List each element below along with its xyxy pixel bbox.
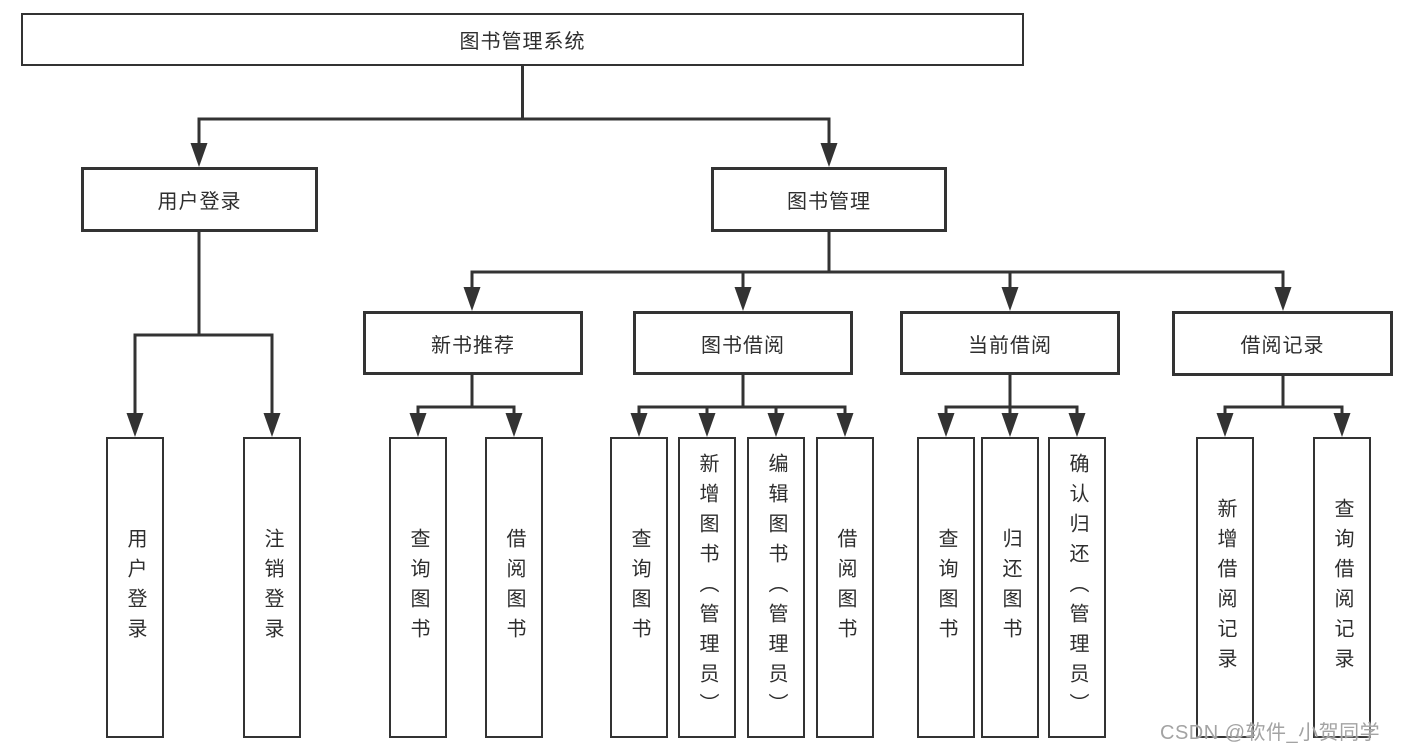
node-book-management: 图书管理 (711, 167, 947, 232)
connector-borrow-records-to-leaves (1216, 373, 1351, 437)
leaf-add-books-admin: 新增图书（管理员） (678, 437, 736, 738)
leaf-search-borrow-record: 查询借阅记录 (1313, 437, 1371, 738)
node-label: 图书借阅 (701, 334, 785, 357)
node-book-borrowing: 图书借阅 (633, 311, 853, 375)
node-library-management-system: 图书管理系统 (21, 13, 1024, 66)
leaf-search-books-current: 查询图书 (917, 437, 975, 738)
leaf-label: 注销登录 (261, 527, 283, 648)
connector-current-borrow-to-leaves (937, 373, 1086, 437)
leaf-label: 借阅图书 (503, 527, 525, 648)
connector-user-login-to-leaves (126, 230, 281, 437)
leaf-label: 借阅图书 (834, 527, 856, 648)
leaf-label: 用户登录 (124, 527, 146, 648)
leaf-edit-books-admin: 编辑图书（管理员） (747, 437, 805, 738)
leaf-label: 确认归还（管理员） (1066, 452, 1088, 723)
leaf-borrow-books-recommend: 借阅图书 (485, 437, 543, 738)
node-label: 当前借阅 (968, 334, 1052, 357)
csdn-watermark: CSDN @软件_小贺同学 (1160, 722, 1381, 744)
node-user-login: 用户登录 (81, 167, 318, 232)
node-current-borrowing: 当前借阅 (900, 311, 1120, 375)
node-label: 用户登录 (157, 191, 242, 213)
leaf-label: 归还图书 (999, 527, 1021, 648)
connector-book-management-to-level3 (463, 230, 1292, 311)
leaf-add-borrow-record: 新增借阅记录 (1196, 437, 1254, 738)
leaf-label: 新增图书（管理员） (696, 452, 718, 723)
leaf-label: 查询图书 (935, 527, 957, 648)
node-label: 图书管理 (787, 191, 871, 213)
leaf-search-books-recommend: 查询图书 (389, 437, 447, 738)
node-label: 借阅记录 (1240, 335, 1325, 357)
leaf-logout: 注销登录 (243, 437, 301, 738)
connector-book-borrow-to-leaves (630, 373, 854, 437)
leaf-label: 编辑图书（管理员） (765, 452, 787, 723)
node-label: 新书推荐 (431, 334, 515, 357)
leaf-borrow-books-borrowing: 借阅图书 (816, 437, 874, 738)
connector-new-book-to-leaves (409, 373, 523, 437)
node-label: 图书管理系统 (459, 31, 586, 53)
leaf-label: 查询图书 (628, 527, 650, 648)
leaf-label: 查询借阅记录 (1331, 497, 1353, 678)
node-borrowing-records: 借阅记录 (1172, 311, 1393, 376)
leaf-return-books: 归还图书 (981, 437, 1039, 738)
leaf-search-books-borrowing: 查询图书 (610, 437, 668, 738)
node-new-book-recommendation: 新书推荐 (363, 311, 583, 375)
leaf-confirm-return-admin: 确认归还（管理员） (1048, 437, 1106, 738)
leaf-label: 新增借阅记录 (1214, 497, 1236, 678)
leaf-user-login: 用户登录 (106, 437, 164, 738)
leaf-label: 查询图书 (407, 527, 429, 648)
connector-root-to-level2 (190, 64, 838, 167)
